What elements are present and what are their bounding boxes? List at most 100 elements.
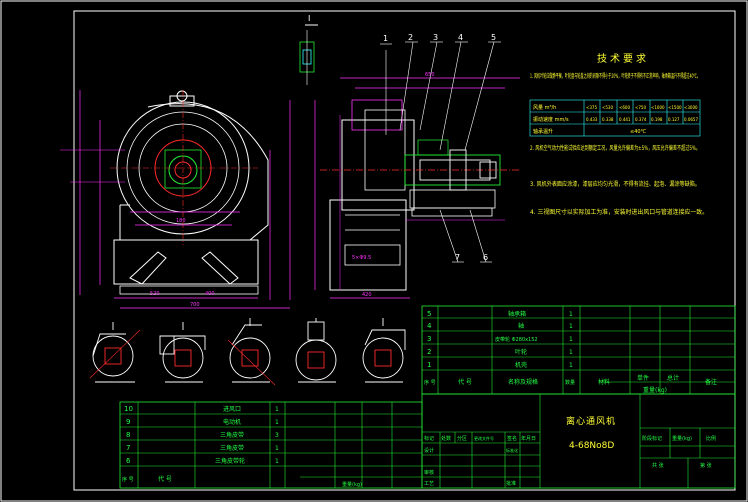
dim-front-2: 180 [176, 218, 186, 224]
lo-h-mass: 重量(kg) [342, 481, 362, 488]
tech-row-0-c3: <600 [619, 105, 630, 110]
up-qty-3: 1 [569, 349, 573, 356]
lo-qty-3: 1 [275, 445, 279, 452]
lo-h-no: 序 号 [122, 476, 134, 483]
tech-row-1-c2: 0.338 [602, 117, 614, 122]
rotation-views [89, 318, 406, 386]
balloon-1: 1 [383, 34, 388, 43]
tb-stage: 阶段标记 [642, 435, 662, 442]
tech-req-item-2: 2. 风机空气动力性能试验应达到额定工况，风量允许偏差为±5%，风压允许偏差不超… [530, 144, 700, 152]
up-h-mass: 重量(kg) [643, 386, 667, 394]
up-h-name: 名称及规格 [508, 378, 538, 386]
inner-border [73, 10, 736, 491]
up-qty-1: 1 [569, 323, 573, 330]
lo-no-3: 7 [126, 444, 130, 452]
up-name-3: 叶轮 [515, 348, 527, 356]
lo-qty-4: 1 [275, 458, 279, 465]
up-h-weight: 单件 [637, 374, 649, 382]
lower-parts-table [119, 401, 423, 489]
tb-check: 审核 [424, 469, 434, 476]
tech-row-1-c7: 0.0657 [684, 117, 698, 122]
tech-row-2-c1: ≤40℃ [630, 129, 647, 135]
tb-count: 处数 [441, 435, 451, 442]
tech-row-0-c7: <3000 [684, 105, 698, 110]
balloon-2: 2 [408, 33, 413, 42]
tech-row-0-c2: <530 [602, 105, 613, 110]
up-h-material: 材料 [598, 378, 610, 386]
dim-side-1: 420 [362, 292, 372, 298]
up-qty-2: 1 [569, 336, 573, 343]
tb-sheets: 共 张 [652, 462, 664, 469]
tech-row-0-c4: <750 [635, 105, 646, 110]
tb-scale: 比例 [706, 435, 716, 442]
drawing-title: 离心通风机 [566, 415, 616, 427]
up-h-no: 序 号 [424, 379, 436, 386]
lo-no-0: 10 [124, 405, 133, 413]
tb-zone: 分区 [457, 435, 467, 442]
up-h-code: 代 号 [458, 378, 472, 386]
title-block [421, 393, 736, 489]
tech-row-1-label: 振动速度 mm/s [533, 116, 569, 123]
up-no-0: 5 [427, 310, 431, 318]
tech-row-1-c5: 0.198 [651, 117, 663, 122]
tech-row-0-c6: <1500 [668, 105, 682, 110]
up-qty-0: 1 [569, 311, 573, 318]
tech-row-0-c5: <1000 [651, 105, 665, 110]
up-name-4: 机壳 [515, 361, 527, 369]
dim-front-0: 520 [150, 291, 160, 297]
tb-sign: 签名 [507, 435, 517, 442]
lo-name-2: 三角皮带 [220, 431, 244, 439]
up-name-2: 皮带轮 Φ280x152 [495, 336, 538, 343]
tb-date: 年月日 [521, 435, 536, 442]
tb-change: 更改文件号 [474, 435, 494, 441]
tb-process: 工艺 [424, 481, 434, 487]
up-no-2: 3 [427, 335, 431, 343]
lo-no-4: 6 [126, 457, 131, 465]
up-name-1: 轴 [518, 322, 524, 330]
lo-no-1: 9 [126, 418, 130, 426]
balloon-6: 6 [483, 253, 488, 262]
side-view [299, 24, 520, 299]
tb-sheet: 第 张 [700, 462, 712, 469]
tech-req-heading: 技术要求 [597, 52, 649, 65]
front-view [60, 90, 291, 309]
tech-row-1-c1: 0.433 [586, 117, 598, 122]
tech-row-0-c1: <375 [586, 105, 597, 110]
tech-req-item-1: 1. 风机叶轮应做静平衡，叶轮盘与轮盖之间的间隙不得小于20%，叶轮转子不得有不… [530, 72, 700, 80]
up-name-0: 轴承箱 [508, 310, 526, 318]
balloon-7: 7 [455, 253, 460, 262]
tech-req-table [529, 99, 701, 137]
up-h-remark: 备注 [705, 378, 717, 386]
detail-label: I [308, 14, 310, 23]
tech-row-1-c6: 0.127 [668, 117, 680, 122]
tech-row-1-c4: 0.374 [635, 117, 647, 122]
lo-no-2: 8 [126, 431, 130, 439]
lo-h-code: 代 号 [158, 475, 172, 483]
tb-approve: 批准 [506, 480, 516, 487]
dim-front-3: 700 [190, 302, 200, 308]
up-h-qty: 数量 [565, 379, 575, 386]
tb-design: 设计 [424, 447, 434, 454]
balloon-3: 3 [433, 33, 438, 42]
tech-row-2-label: 轴承温升 [533, 128, 553, 135]
tech-row-1-c3: 0.441 [619, 117, 631, 122]
tech-req-item-4: 4. 三视图尺寸以实际加工为准，安装时进出风口与管道连接应一致。 [530, 208, 708, 216]
lo-qty-0: 1 [275, 406, 279, 413]
lo-qty-2: 3 [275, 432, 279, 439]
lo-name-4: 三角皮带轮 [215, 457, 245, 465]
lo-name-3: 三角皮带 [220, 444, 244, 452]
dim-side-0: 5×Φ9.5 [352, 255, 371, 261]
up-qty-4: 1 [569, 362, 573, 369]
lo-name-1: 电动机 [223, 418, 241, 426]
tb-standard: 标准化 [506, 447, 518, 453]
tb-weight: 重量(kg) [672, 435, 692, 442]
tech-row-0-label: 风量 m³/h [533, 104, 556, 111]
up-no-1: 4 [427, 322, 432, 330]
drawing-model: 4-68No8D [569, 441, 614, 451]
up-h-total: 总计 [667, 374, 679, 382]
balloon-4: 4 [458, 33, 463, 42]
lo-name-0: 进风口 [223, 405, 241, 413]
dim-side-2: 650 [425, 72, 435, 78]
balloon-5: 5 [491, 33, 496, 42]
